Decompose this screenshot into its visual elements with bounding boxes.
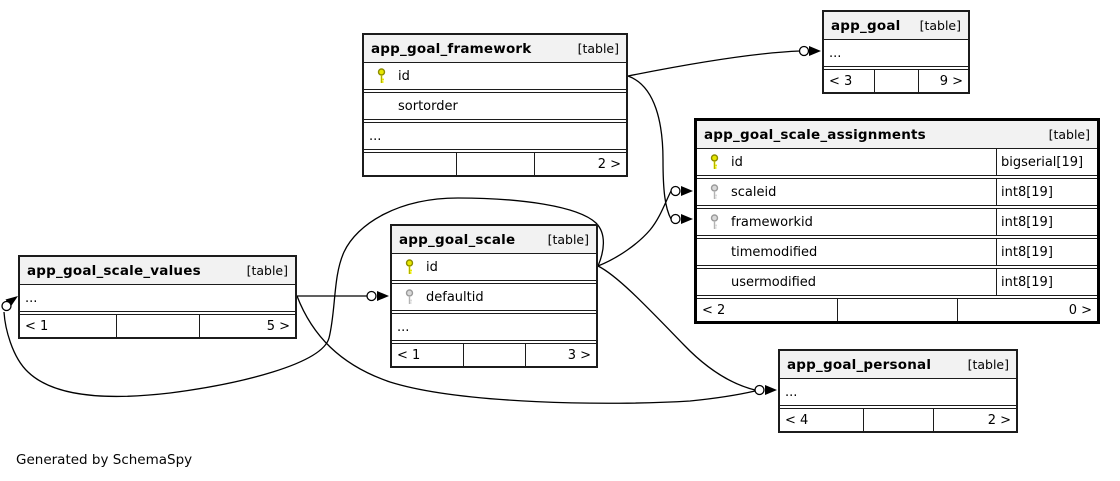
table-tag: [table] bbox=[1048, 127, 1090, 142]
column-name: ... bbox=[397, 319, 410, 335]
table-title[interactable]: app_goal_scale_values bbox=[27, 262, 201, 279]
fk-connector-scale-values bbox=[1, 296, 18, 312]
table-header[interactable]: app_goal_scale_values [table] bbox=[20, 257, 295, 285]
column-row-sortorder: sortorder bbox=[364, 92, 626, 120]
column-name: ... bbox=[829, 45, 842, 61]
footer-middle bbox=[837, 299, 957, 321]
column-name: ... bbox=[25, 290, 38, 306]
column-name: ... bbox=[785, 384, 798, 400]
column-row-ellipsis: ... bbox=[392, 313, 596, 341]
table-header[interactable]: app_goal_scale_assignments [table] bbox=[697, 121, 1097, 149]
primary-key-icon bbox=[392, 258, 426, 276]
table-title[interactable]: app_goal_personal bbox=[787, 356, 932, 373]
table-title[interactable]: app_goal_scale bbox=[399, 231, 516, 248]
column-row-ellipsis: ... bbox=[780, 379, 1016, 406]
table-title[interactable]: app_goal bbox=[831, 17, 901, 34]
table-header[interactable]: app_goal [table] bbox=[824, 12, 968, 40]
column-name: sortorder bbox=[398, 98, 458, 114]
table-app-goal-personal[interactable]: app_goal_personal [table] ... < 4 2 > bbox=[778, 349, 1018, 433]
column-name: timemodified bbox=[731, 244, 818, 260]
table-footer: < 1 3 > bbox=[392, 343, 596, 366]
column-name: id bbox=[398, 68, 410, 84]
table-title[interactable]: app_goal_framework bbox=[371, 40, 532, 57]
table-header[interactable]: app_goal_scale [table] bbox=[392, 226, 596, 254]
column-name: scaleid bbox=[731, 184, 777, 200]
column-row-id: id bbox=[364, 63, 626, 90]
column-type: int8[19] bbox=[996, 209, 1097, 235]
rel-framework-to-goal bbox=[627, 50, 801, 77]
table-tag: [table] bbox=[919, 18, 961, 33]
fk-connector-personal bbox=[754, 384, 777, 396]
table-footer: < 2 0 > bbox=[697, 298, 1097, 321]
table-title[interactable]: app_goal_scale_assignments bbox=[704, 126, 926, 143]
column-name: defaultid bbox=[426, 289, 484, 305]
column-row-frameworkid: frameworkid int8[19] bbox=[697, 208, 1097, 236]
column-name: frameworkid bbox=[731, 214, 813, 230]
rel-framework-to-assignments-frameworkid bbox=[627, 75, 672, 220]
table-tag: [table] bbox=[547, 232, 589, 247]
column-row-defaultid: defaultid bbox=[392, 283, 596, 311]
fk-connector-assignments-scaleid bbox=[670, 185, 693, 197]
column-row-scaleid: scaleid int8[19] bbox=[697, 178, 1097, 206]
footer-middle bbox=[862, 409, 934, 431]
table-footer: < 1 5 > bbox=[20, 314, 295, 337]
column-name: id bbox=[426, 259, 438, 275]
column-row-ellipsis: ... bbox=[364, 122, 626, 150]
table-app-goal-framework[interactable]: app_goal_framework [table] id sortorder … bbox=[362, 33, 628, 177]
rel-scale-to-assignments-scaleid bbox=[597, 190, 672, 267]
column-type: int8[19] bbox=[996, 179, 1097, 205]
table-app-goal[interactable]: app_goal [table] ... < 3 9 > bbox=[822, 10, 970, 94]
index-key-icon bbox=[697, 213, 731, 231]
footer-children: 2 > bbox=[534, 153, 626, 175]
column-row-id: id bigserial[19] bbox=[697, 149, 1097, 176]
footer-middle bbox=[874, 70, 917, 92]
footer-parents: < 2 bbox=[702, 302, 726, 318]
table-app-goal-scale-assignments[interactable]: app_goal_scale_assignments [table] id bi… bbox=[694, 118, 1100, 324]
footer-children: 2 > bbox=[933, 409, 1016, 431]
footer-parents: < 3 bbox=[829, 73, 853, 89]
footer-children: 5 > bbox=[198, 315, 295, 337]
column-name: id bbox=[731, 154, 743, 170]
column-type: bigserial[19] bbox=[996, 149, 1097, 175]
index-key-icon bbox=[697, 183, 731, 201]
column-type: int8[19] bbox=[996, 269, 1097, 295]
table-app-goal-scale[interactable]: app_goal_scale [table] id defaul bbox=[390, 224, 598, 368]
footer-middle bbox=[463, 344, 524, 366]
column-name: usermodified bbox=[731, 274, 817, 290]
column-row-timemodified: timemodified int8[19] bbox=[697, 238, 1097, 266]
column-type: int8[19] bbox=[996, 239, 1097, 265]
footer-children: 0 > bbox=[957, 299, 1097, 321]
footer-parents: < 1 bbox=[25, 318, 49, 334]
footer-parents: < 1 bbox=[397, 347, 421, 363]
generated-by-note: Generated by SchemaSpy bbox=[16, 452, 193, 468]
column-row-ellipsis: ... bbox=[20, 285, 295, 312]
index-key-icon bbox=[392, 288, 426, 306]
footer-children: 9 > bbox=[917, 70, 968, 92]
table-app-goal-scale-values[interactable]: app_goal_scale_values [table] ... < 1 5 … bbox=[18, 255, 297, 339]
footer-parents bbox=[364, 153, 456, 175]
footer-parents: < 4 bbox=[785, 412, 809, 428]
fk-connector-scale-defaultid bbox=[366, 290, 389, 302]
fk-connector-assignments-frameworkid bbox=[670, 213, 693, 225]
footer-middle bbox=[455, 153, 535, 175]
column-row-usermodified: usermodified int8[19] bbox=[697, 268, 1097, 296]
column-name: ... bbox=[369, 128, 382, 144]
table-footer: 2 > bbox=[364, 152, 626, 175]
footer-children: 3 > bbox=[524, 344, 596, 366]
footer-middle bbox=[116, 315, 199, 337]
table-header[interactable]: app_goal_personal [table] bbox=[780, 351, 1016, 379]
table-footer: < 4 2 > bbox=[780, 408, 1016, 431]
column-row-ellipsis: ... bbox=[824, 40, 968, 67]
table-tag: [table] bbox=[967, 357, 1009, 372]
fk-connector-app-goal bbox=[798, 45, 821, 57]
table-tag: [table] bbox=[246, 263, 288, 278]
column-row-id: id bbox=[392, 254, 596, 281]
table-header[interactable]: app_goal_framework [table] bbox=[364, 35, 626, 63]
primary-key-icon bbox=[697, 153, 731, 171]
table-footer: < 3 9 > bbox=[824, 69, 968, 92]
table-tag: [table] bbox=[577, 41, 619, 56]
primary-key-icon bbox=[364, 67, 398, 85]
